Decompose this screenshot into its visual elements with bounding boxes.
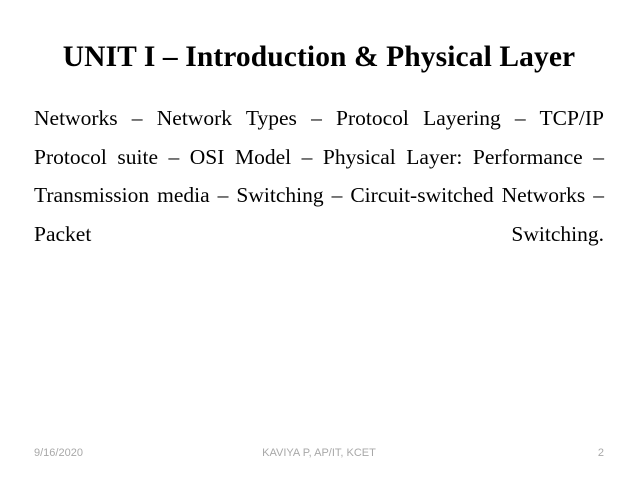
page-title: UNIT I – Introduction & Physical Layer [62, 41, 576, 73]
footer-date: 9/16/2020 [34, 447, 83, 459]
footer-page-number: 2 [597, 447, 604, 459]
slide-body-text: Networks – Network Types – Protocol Laye… [34, 99, 604, 292]
body-paragraph: Networks – Network Types – Protocol Laye… [34, 106, 604, 246]
footer-author-text: KAVIYA P, AP/IT, KCET [262, 447, 376, 459]
slide-footer: 9/16/2020 KAVIYA P, AP/IT, KCET 2 [0, 444, 638, 478]
